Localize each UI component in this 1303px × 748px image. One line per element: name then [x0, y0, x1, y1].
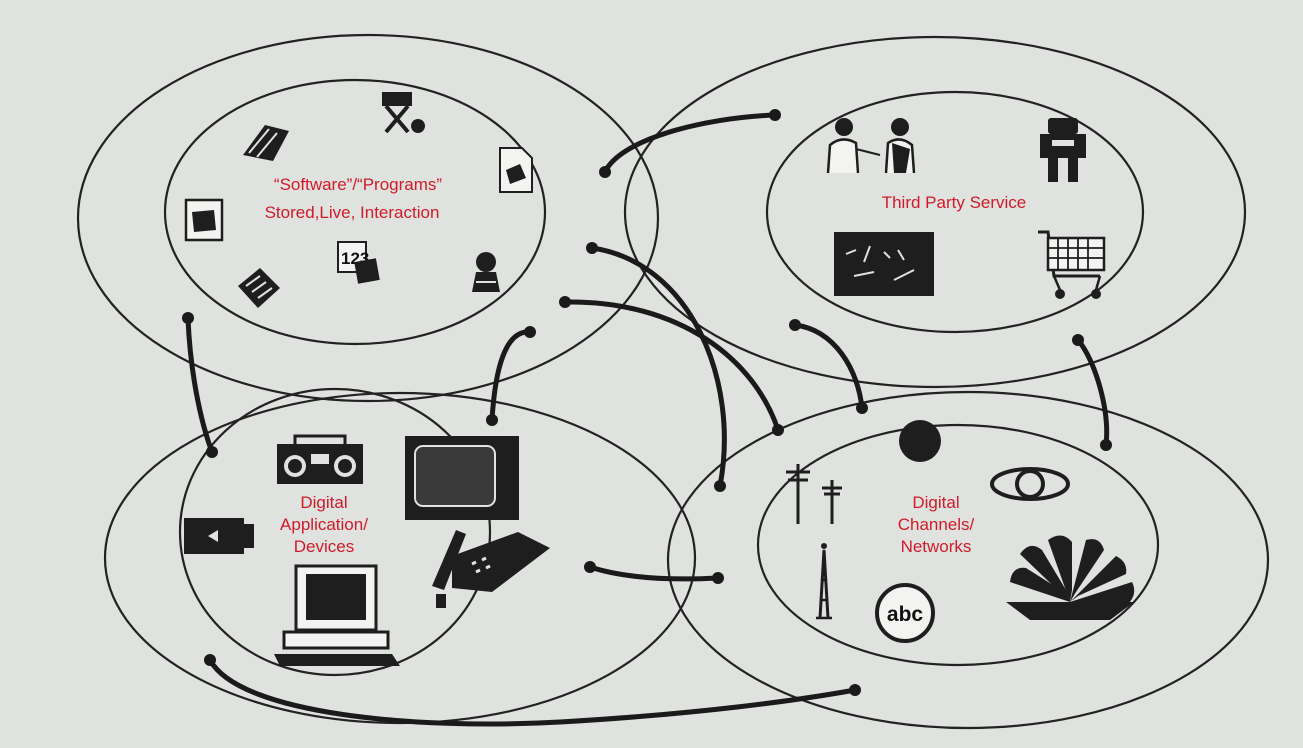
black-circle-icon [899, 420, 941, 462]
numbers-123-icon: 123 [337, 241, 380, 284]
channels-label-line3: Networks [901, 537, 972, 556]
connector-third-party-channels-b [1075, 337, 1110, 448]
directors-chair-icon [382, 92, 425, 134]
channels-outer-ring [666, 390, 1270, 730]
camcorder-icon [184, 518, 254, 554]
abc-logo-text: abc [887, 603, 924, 626]
folder-icon [184, 198, 224, 242]
document-icon [499, 147, 533, 193]
pen-drawing-icon [243, 125, 289, 161]
devices-cluster [103, 387, 697, 725]
chalkboard-icon [834, 232, 934, 296]
third-party-outer-ring [623, 35, 1247, 389]
award-icon [472, 252, 500, 292]
connector-software-third-party [602, 112, 778, 175]
connector-software-devices [185, 315, 215, 455]
boombox-icon [277, 434, 363, 484]
devices-label-line2: Application/ [280, 515, 368, 534]
eye-logo-icon [990, 467, 1070, 501]
television-icon [405, 436, 519, 520]
connector-devices-channels-bottom [207, 657, 858, 727]
robot-icon [1040, 118, 1086, 182]
devices-inner-ring [178, 387, 492, 677]
film-strip-icon [238, 268, 280, 308]
software-label-line2: Stored,Live, Interaction [265, 203, 440, 222]
connector-third-party-channels-a [792, 322, 865, 411]
doctor-patient-icon [826, 118, 916, 174]
connector-software-channels-b [562, 299, 781, 433]
telephone-icon [432, 530, 550, 608]
connector-software-channels-a [589, 245, 727, 489]
software-outer-ring [76, 33, 660, 403]
third-party-cluster [623, 35, 1247, 389]
abc-logo-icon: abc [875, 583, 935, 643]
channels-label-line2: Channels/ [898, 515, 975, 534]
peacock-logo-icon [1006, 535, 1135, 620]
devices-outer-ring [103, 391, 697, 725]
connector-devices-software [489, 329, 533, 423]
shopping-cart-icon [1038, 230, 1106, 299]
software-cluster [76, 33, 660, 403]
utility-poles-icon [786, 464, 842, 524]
third-party-label: Third Party Service [882, 193, 1027, 212]
devices-label-line1: Digital [300, 493, 347, 512]
devices-label-line3: Devices [294, 537, 354, 556]
third-party-inner-ring [765, 90, 1145, 334]
broadcast-tower-icon [816, 543, 832, 620]
software-inner-ring [163, 78, 547, 346]
channels-label-line1: Digital [912, 493, 959, 512]
connector-devices-channels [587, 564, 721, 582]
computer-icon [274, 564, 400, 666]
channels-cluster [666, 390, 1270, 730]
software-label-line1: “Software”/“Programs” [274, 175, 442, 194]
channels-inner-ring [756, 423, 1160, 667]
connectors [182, 109, 1112, 727]
